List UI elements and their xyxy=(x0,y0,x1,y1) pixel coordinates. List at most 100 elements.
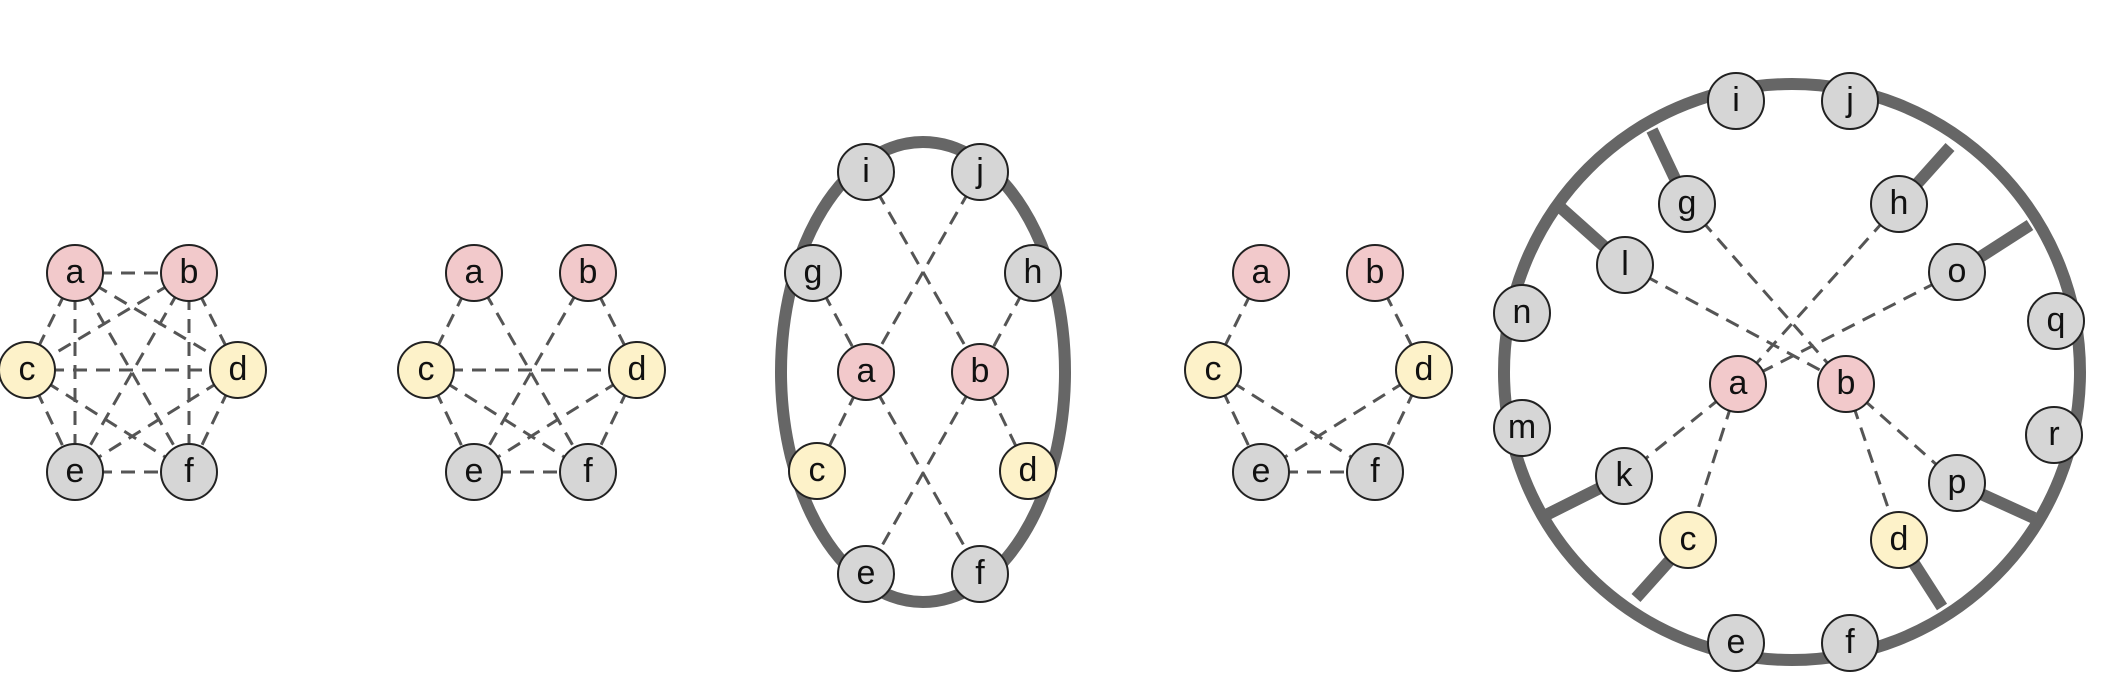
node-q: q xyxy=(2027,292,2085,350)
node-circle xyxy=(1659,511,1717,569)
node-i: i xyxy=(1707,72,1765,130)
node-e: e xyxy=(1232,443,1290,501)
node-b: b xyxy=(559,244,617,302)
node-o: o xyxy=(1928,243,1986,301)
edge-d-e xyxy=(473,368,638,474)
node-label: j xyxy=(975,152,984,190)
edge-a-c xyxy=(1211,272,1263,371)
node-circle xyxy=(1870,511,1928,569)
node-label: a xyxy=(857,352,876,390)
node-a: a xyxy=(837,343,895,401)
edge-a-f xyxy=(472,272,590,473)
node-circle xyxy=(784,244,842,302)
circle-ring xyxy=(1498,78,2086,666)
node-circle xyxy=(1232,244,1290,302)
node-d: d xyxy=(999,442,1057,500)
edge-d-e xyxy=(1260,368,1425,474)
node-h: h xyxy=(1004,244,1062,302)
node-label: m xyxy=(1508,408,1536,446)
node-label: a xyxy=(1252,253,1271,291)
node-label: r xyxy=(2048,415,2059,453)
node-b: b xyxy=(160,244,218,302)
node-a: a xyxy=(46,244,104,302)
node-e: e xyxy=(837,545,895,603)
node-r: r xyxy=(2025,406,2083,464)
node-l: l xyxy=(1596,236,1654,294)
edge-a-c xyxy=(424,272,476,371)
node-c: c xyxy=(1184,341,1242,399)
node-label: h xyxy=(1024,253,1043,291)
node-circle xyxy=(1928,243,1986,301)
node-circle xyxy=(951,343,1009,401)
node-circle xyxy=(397,341,455,399)
node-circle xyxy=(46,244,104,302)
node-f: f xyxy=(1346,443,1404,501)
node-e: e xyxy=(1707,614,1765,672)
node-j: j xyxy=(1821,72,1879,130)
node-d: d xyxy=(1870,511,1928,569)
edge-b-e xyxy=(864,371,982,575)
node-e: e xyxy=(445,443,503,501)
node-circle xyxy=(999,442,1057,500)
node-a: a xyxy=(1709,355,1767,413)
node-label: f xyxy=(1845,623,1855,661)
edge-j-a xyxy=(864,171,982,373)
node-label: c xyxy=(1680,520,1697,558)
node-label: i xyxy=(862,152,870,190)
node-m: m xyxy=(1493,399,1551,457)
node-label: k xyxy=(1616,456,1634,494)
node-circle xyxy=(1395,341,1453,399)
node-circle xyxy=(1595,447,1653,505)
edge-a-f xyxy=(73,272,191,473)
node-label: e xyxy=(1727,623,1746,661)
node-circle xyxy=(1821,614,1879,672)
node-label: d xyxy=(1890,520,1909,558)
node-circle xyxy=(559,244,617,302)
node-label: d xyxy=(229,350,248,388)
edge-b-d xyxy=(978,371,1030,472)
node-circle xyxy=(445,244,503,302)
edge-l-b xyxy=(1624,263,1847,386)
edge-o-a xyxy=(1737,270,1958,386)
node-g: g xyxy=(1658,175,1716,233)
node-circle xyxy=(1004,244,1062,302)
edge-d-e xyxy=(74,368,239,474)
node-circle xyxy=(160,443,218,501)
node-circle xyxy=(1184,341,1242,399)
node-circle xyxy=(1493,284,1551,342)
node-label: n xyxy=(1513,293,1532,331)
node-b: b xyxy=(1817,355,1875,413)
node-label: f xyxy=(184,452,194,490)
node-a: a xyxy=(445,244,503,302)
node-label: e xyxy=(857,554,876,592)
edge-a-d xyxy=(74,271,239,372)
node-label: e xyxy=(1252,452,1271,490)
node-circle xyxy=(1232,443,1290,501)
node-h: h xyxy=(1870,175,1928,233)
node-j: j xyxy=(951,143,1009,201)
node-circle xyxy=(1658,175,1716,233)
node-c: c xyxy=(788,442,846,500)
node-circle xyxy=(445,443,503,501)
node-i: i xyxy=(837,143,895,201)
node-circle xyxy=(1707,614,1765,672)
node-circle xyxy=(1821,72,1879,130)
node-f: f xyxy=(559,443,617,501)
node-circle xyxy=(608,341,666,399)
node-label: e xyxy=(66,452,85,490)
edge-c-f xyxy=(26,368,190,474)
node-circle xyxy=(160,244,218,302)
node-circle xyxy=(837,545,895,603)
node-circle xyxy=(1870,175,1928,233)
node-label: p xyxy=(1948,463,1967,501)
edge-b-c xyxy=(26,271,190,372)
node-label: d xyxy=(628,350,647,388)
node-label: f xyxy=(1370,452,1380,490)
edge-h-a xyxy=(1736,202,1901,386)
edge-b-e xyxy=(472,272,590,473)
node-circle xyxy=(1346,244,1404,302)
node-label: a xyxy=(1729,364,1748,402)
